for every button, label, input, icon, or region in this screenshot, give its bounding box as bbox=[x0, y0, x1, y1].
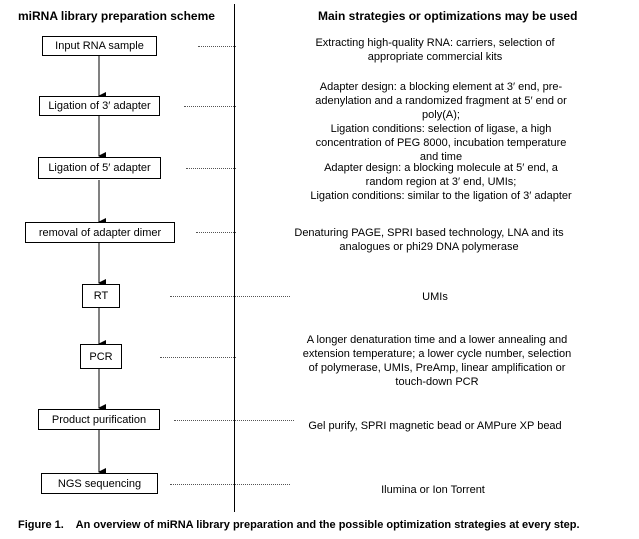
note-input-rna-sample: Extracting high-quality RNA: carriers, s… bbox=[300, 36, 570, 64]
right-column-header: Main strategies or optimizations may be … bbox=[318, 9, 578, 23]
connector-8 bbox=[170, 484, 290, 485]
note-text: Ligation conditions: similar to the liga… bbox=[310, 190, 572, 202]
connector-2 bbox=[184, 106, 236, 107]
connector-5 bbox=[170, 296, 290, 297]
note-ligation-3-adapter: Adapter design: a blocking element at 3′… bbox=[306, 80, 576, 164]
note-text: A longer denaturation time and a lower a… bbox=[302, 334, 572, 388]
note-text: Adapter design: a blocking element at 3′… bbox=[315, 81, 567, 121]
step-product-purification: Product purification bbox=[38, 409, 160, 430]
step-input-rna-sample: Input RNA sample bbox=[42, 36, 157, 56]
note-text: UMIs bbox=[422, 291, 448, 303]
note-removal-adapter-dimer: Denaturing PAGE, SPRI based technology, … bbox=[294, 226, 564, 254]
note-text: Ilumina or Ion Torrent bbox=[381, 484, 485, 496]
note-pcr: A longer denaturation time and a lower a… bbox=[302, 333, 572, 389]
step-ligation-3-adapter: Ligation of 3′ adapter bbox=[39, 96, 160, 116]
note-rt: UMIs bbox=[300, 290, 570, 304]
step-removal-adapter-dimer: removal of adapter dimer bbox=[25, 222, 175, 243]
step-rt: RT bbox=[82, 284, 120, 308]
connector-7 bbox=[174, 420, 294, 421]
note-text: Denaturing PAGE, SPRI based technology, … bbox=[294, 227, 564, 253]
step-ligation-5-adapter: Ligation of 5′ adapter bbox=[38, 157, 161, 179]
note-text: Ligation conditions: selection of ligase… bbox=[315, 123, 567, 163]
connector-4 bbox=[196, 232, 236, 233]
step-pcr: PCR bbox=[80, 344, 122, 369]
step-ngs-sequencing: NGS sequencing bbox=[41, 473, 158, 494]
note-product-purification: Gel purify, SPRI magnetic bead or AMPure… bbox=[300, 419, 570, 433]
left-column-header: miRNA library preparation scheme bbox=[18, 9, 215, 23]
note-text: Extracting high-quality RNA: carriers, s… bbox=[315, 37, 555, 63]
connector-6 bbox=[160, 357, 236, 358]
note-text: Adapter design: a blocking molecule at 5… bbox=[324, 162, 558, 188]
column-divider bbox=[234, 4, 235, 512]
connector-1 bbox=[198, 46, 236, 47]
figure-caption: Figure 1. An overview of miRNA library p… bbox=[18, 519, 580, 531]
note-ngs-sequencing: Ilumina or Ion Torrent bbox=[298, 483, 568, 497]
note-ligation-5-adapter: Adapter design: a blocking molecule at 5… bbox=[306, 161, 576, 203]
note-text: Gel purify, SPRI magnetic bead or AMPure… bbox=[308, 420, 562, 432]
connector-3 bbox=[186, 168, 236, 169]
